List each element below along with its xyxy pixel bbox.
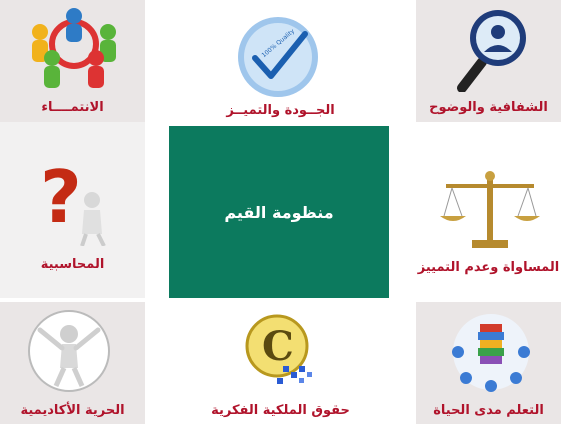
tile-label: الشفافية والوضوح <box>429 100 548 115</box>
tile-label: الجــودة والتميــز <box>226 103 335 118</box>
tile-label: المحاسبية <box>40 257 105 272</box>
center-title: منظومة القيم <box>224 202 334 222</box>
tile-accountability[interactable]: ? المحاسبية <box>0 122 145 298</box>
breaking-chains-figure-icon <box>28 310 110 392</box>
tile-label: المساواة وعدم التمييز <box>417 260 560 275</box>
copyright-symbol-icon: C <box>245 314 312 384</box>
question-mark-figure-icon: ? <box>40 160 106 246</box>
center-title-box: منظومة القيم <box>169 126 389 298</box>
tile-equality[interactable]: المساواة وعدم التمييز <box>416 122 561 298</box>
balance-scale-icon <box>440 171 540 248</box>
people-holding-hands-icon <box>32 8 116 88</box>
tile-label: الحرية الأكاديمية <box>20 403 125 418</box>
tile-quality[interactable]: 100% Quality الجــودة والتميــز <box>145 0 416 122</box>
quality-check-badge-icon <box>238 17 318 97</box>
magnifier-person-icon <box>457 10 526 92</box>
tile-label: التعلم مدى الحياة <box>433 403 544 418</box>
svg-text:?: ? <box>40 160 82 239</box>
tile-lifelong-learning[interactable]: التعلم مدى الحياة <box>416 302 561 424</box>
tile-academic-freedom[interactable]: الحرية الأكاديمية <box>0 302 145 424</box>
svg-text:C: C <box>262 323 294 370</box>
tile-intellectual-property[interactable]: C حقوق الملكية الفكرية <box>145 302 416 424</box>
tile-transparency[interactable]: الشفافية والوضوح <box>416 0 561 122</box>
tile-label: حقوق الملكية الفكرية <box>211 403 350 418</box>
people-around-books-icon <box>452 314 530 392</box>
tile-label: الانتمــــاء <box>41 100 104 115</box>
tile-belonging[interactable]: الانتمــــاء <box>0 0 145 122</box>
